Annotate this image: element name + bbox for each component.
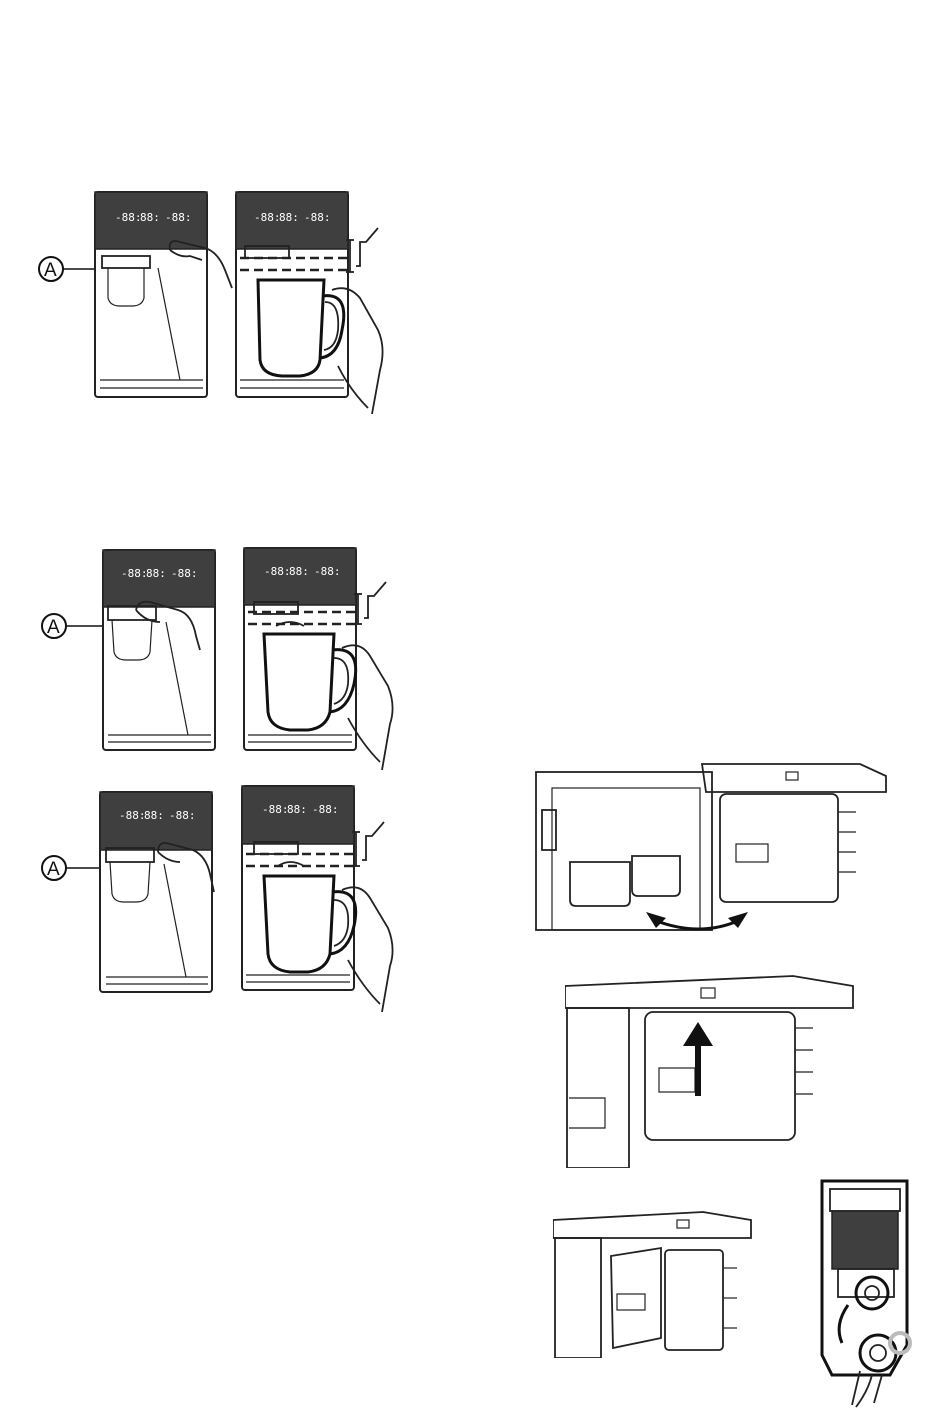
svg-text:-88:: -88: xyxy=(121,567,148,580)
arrow-up-icon xyxy=(683,1022,713,1096)
height-bracket xyxy=(352,822,384,866)
dispenser-panel-left: -88: 88: -88: xyxy=(100,792,212,992)
svg-text:-88:: -88: xyxy=(312,803,339,816)
freezer-diagram-remove-bin xyxy=(553,1198,758,1358)
dispenser-figure-1: A -88: 88: -88: -88: 88: -88: xyxy=(20,180,420,430)
svg-text:88:: 88: xyxy=(144,809,164,822)
svg-text:-88:: -88: xyxy=(264,565,291,578)
svg-text:-88:: -88: xyxy=(169,809,196,822)
svg-text:A: A xyxy=(47,859,60,880)
svg-text:88:: 88: xyxy=(279,211,299,224)
svg-text:88:: 88: xyxy=(289,565,309,578)
dispenser-panel-left: -88: 88: -88: xyxy=(103,550,215,750)
dispenser-panel-right: -88: 88: -88: xyxy=(236,192,350,397)
svg-text:A: A xyxy=(44,260,57,281)
height-bracket xyxy=(346,228,378,272)
svg-text:-88:: -88: xyxy=(254,211,281,224)
svg-text:88:: 88: xyxy=(140,211,160,224)
freezer-diagram-lift-bin xyxy=(565,968,855,1168)
ice-bin-mechanism xyxy=(812,1175,917,1410)
height-bracket xyxy=(354,582,386,624)
svg-text:-88:: -88: xyxy=(171,567,198,580)
svg-text:A: A xyxy=(47,617,60,638)
svg-text:-88:: -88: xyxy=(262,803,289,816)
svg-text:-88:: -88: xyxy=(119,809,146,822)
dispenser-figure-3: A -88: 88: -88: -88: 88: -88: xyxy=(28,782,428,1022)
dispenser-figure-2: A -88: 88: -88: -88: 88: -88: xyxy=(28,540,428,780)
svg-text:88:: 88: xyxy=(146,567,166,580)
dispenser-panel-right: -88: 88: -88: xyxy=(242,786,356,990)
svg-text:-88:: -88: xyxy=(314,565,341,578)
svg-text:-88:: -88: xyxy=(115,211,142,224)
freezer-diagram-open-doors xyxy=(530,752,890,937)
dispenser-panel-left: -88: 88: -88: xyxy=(95,192,207,397)
svg-text:-88:: -88: xyxy=(304,211,331,224)
svg-text:88:: 88: xyxy=(287,803,307,816)
double-arrow-icon xyxy=(654,920,740,929)
svg-text:-88:: -88: xyxy=(165,211,192,224)
